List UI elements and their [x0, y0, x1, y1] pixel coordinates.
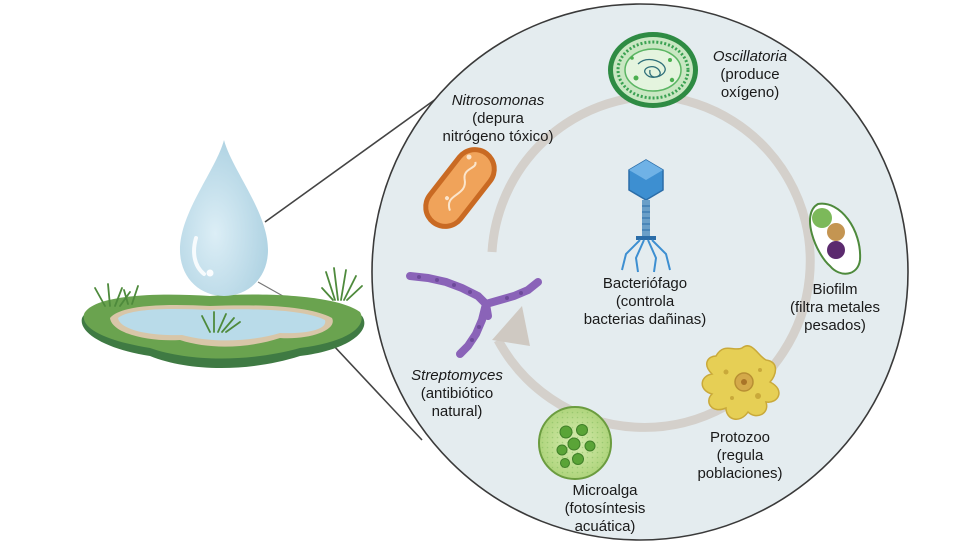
- label-desc: pesados): [804, 317, 866, 334]
- pond-illustration: [81, 267, 365, 368]
- microalga: [538, 406, 612, 480]
- streptomyces-segments: [417, 275, 523, 342]
- bacteriophage: [621, 159, 671, 273]
- protozoo: [701, 345, 780, 420]
- label-name: Oscillatoria: [712, 48, 788, 65]
- label-desc: (filtra metales: [789, 299, 881, 316]
- label-name: Protozoo: [709, 429, 771, 446]
- label-biofilm: Biofilm (filtra metales pesados): [770, 281, 900, 335]
- label-name: Streptomyces: [411, 367, 503, 384]
- label-name: Biofilm: [812, 281, 858, 298]
- label-desc: natural): [431, 403, 483, 420]
- label-desc: acuática): [574, 518, 636, 535]
- label-nitrosomonas: Nitrosomonas (depura nitrógeno tóxico): [418, 92, 578, 146]
- label-desc: bacterias dañinas): [583, 311, 707, 328]
- label-streptomyces: Streptomyces (antibiótico natural): [392, 367, 522, 421]
- label-desc: (fotosíntesis: [564, 500, 646, 517]
- label-desc: (produce: [720, 66, 780, 83]
- label-bacteriofago: Bacteriófago (controla bacterias dañinas…: [570, 275, 720, 329]
- label-oscillatoria: Oscillatoria (produce oxígeno): [690, 48, 810, 102]
- biofilm: [809, 202, 862, 275]
- nitrosomonas-bacterium: [423, 147, 497, 229]
- label-name: Bacteriófago: [602, 275, 688, 292]
- label-name: Microalga: [572, 482, 638, 499]
- water-drop: [180, 140, 268, 296]
- label-desc: (controla: [615, 293, 675, 310]
- label-name: Nitrosomonas: [451, 92, 545, 109]
- label-desc: (depura: [472, 110, 524, 127]
- oscillatoria-cell: [608, 32, 698, 108]
- label-desc: (antibiótico: [420, 385, 494, 402]
- label-desc: poblaciones): [697, 465, 783, 482]
- label-desc: (regula: [716, 447, 764, 464]
- magnified-circle: [371, 3, 909, 541]
- label-protozoo: Protozoo (regula poblaciones): [680, 429, 800, 483]
- label-desc: oxígeno): [720, 84, 780, 101]
- label-desc: nitrógeno tóxico): [442, 128, 554, 145]
- label-microalga: Microalga (fotosíntesis acuática): [540, 482, 670, 536]
